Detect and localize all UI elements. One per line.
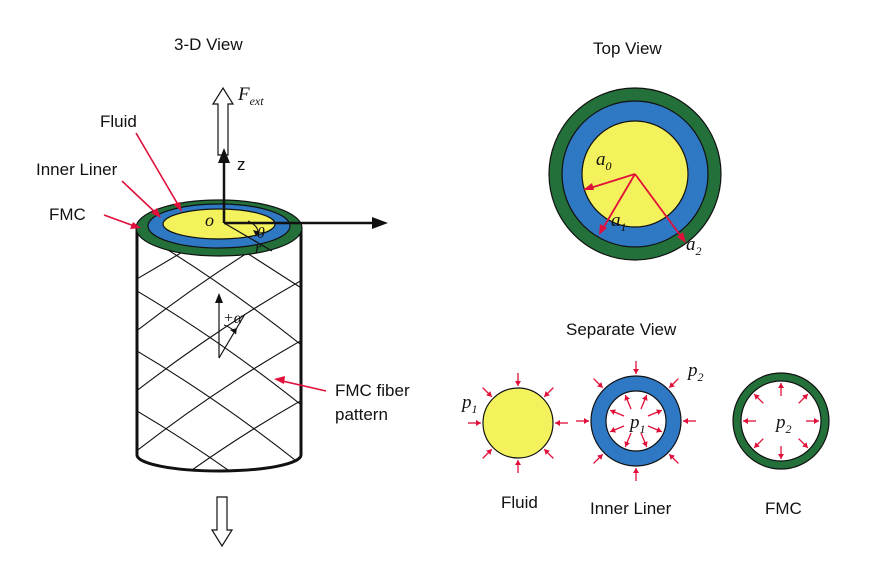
fmc-label: FMC: [49, 205, 86, 224]
fluid-label: Fluid: [100, 112, 137, 131]
fmc-pressure-arrow-head: [754, 394, 760, 400]
external-force-arrow-up: [211, 86, 235, 156]
external-force-arrow-down: [210, 496, 234, 548]
fmc-pressure-arrow-head: [778, 383, 784, 388]
z-axis-label: z: [237, 155, 246, 174]
fluid-pressure-arrow-head: [486, 449, 492, 455]
fluid-pressure-arrows: [468, 373, 568, 473]
fluid-pressure-arrow-head: [555, 420, 560, 426]
liner-caption: Inner Liner: [590, 499, 672, 518]
fluid-pointer: [135, 132, 181, 209]
liner-outer-arrow-head: [633, 468, 639, 473]
liner-outer-arrow-head: [597, 454, 603, 460]
fmc-pressure-arrow-head: [754, 442, 760, 448]
fluid-pressure-arrow-head: [544, 391, 550, 397]
fluid-pressure-arrow-head: [544, 449, 550, 455]
inner-liner-label: Inner Liner: [36, 160, 118, 179]
fiber-angle-indicator: [215, 293, 246, 359]
liner-outer-arrow-head: [633, 369, 639, 374]
fluid-pressure-arrow-head: [515, 381, 521, 386]
fmc-pressure-arrow-head: [802, 442, 808, 448]
heading-3d-view: 3-D View: [174, 35, 243, 54]
r-label: r: [255, 240, 262, 257]
liner-inner-pressure-arrows: [609, 394, 663, 448]
liner-p2-label: p2: [686, 360, 704, 384]
force-label: Fext: [237, 84, 264, 108]
liner-p1-label: p1: [628, 412, 646, 436]
a1-label: a1: [611, 210, 627, 234]
liner-inner-arrow-head: [642, 441, 648, 447]
fmc-pressure-arrow-head: [743, 418, 748, 424]
liner-inner-arrow-head: [624, 441, 630, 447]
fmc-pressure-arrow-head: [778, 454, 784, 459]
force-F: F: [237, 84, 250, 105]
liner-inner-arrow-head: [642, 395, 648, 401]
fmc-pressure-arrow-head: [802, 394, 808, 400]
fmc-fiber-pattern: [137, 228, 301, 471]
force-subscript: ext: [250, 94, 265, 108]
fluid-pressure-label: p1: [460, 392, 478, 416]
liner-inner-arrow-head: [624, 395, 630, 401]
fmc-pointer: [103, 214, 138, 228]
a0-label: a0: [596, 149, 612, 173]
fmc-pressure-arrow-head: [814, 418, 819, 424]
fiber-pattern-label-line1: FMC fiber: [335, 381, 410, 400]
fluid-caption: Fluid: [501, 493, 538, 512]
liner-outer-pressure-arrows: [576, 361, 696, 481]
fluid-circle-separate: [482, 387, 554, 459]
inner-liner-pointer: [121, 180, 159, 216]
fmc-caption: FMC: [765, 499, 802, 518]
inner-liner-hole-separate: [605, 390, 667, 452]
liner-outer-arrow-head: [584, 418, 589, 424]
liner-outer-arrow-head: [669, 454, 675, 460]
heading-top-view: Top View: [593, 39, 662, 58]
fluid-pressure-arrow-head: [515, 460, 521, 465]
fluid-pressure-arrow-head: [486, 391, 492, 397]
fmc-p2-label: p2: [774, 412, 792, 436]
coordinate-axes: [218, 148, 388, 252]
theta-label: θ: [257, 225, 265, 242]
liner-inner-arrow-head: [656, 409, 662, 415]
liner-outer-arrow-head: [597, 382, 603, 388]
liner-outer-arrow-head: [683, 418, 688, 424]
cylinder-body: [135, 228, 303, 473]
liner-inner-arrow-head: [656, 427, 662, 433]
radius-arrows: [583, 173, 686, 243]
liner-inner-arrow-head: [610, 409, 616, 415]
a2-label: a2: [686, 234, 702, 258]
origin-label: o: [205, 210, 214, 230]
fiber-pattern-pointer: [277, 379, 327, 392]
alpha-label: +α: [223, 310, 243, 327]
liner-outer-arrow-head: [669, 382, 675, 388]
fmc-pressure-arrows: [743, 383, 819, 459]
fiber-pattern-label-line2: pattern: [335, 405, 388, 424]
heading-separate-view: Separate View: [566, 320, 677, 339]
liner-inner-arrow-head: [610, 427, 616, 433]
fluid-pressure-arrow-head: [476, 420, 481, 426]
